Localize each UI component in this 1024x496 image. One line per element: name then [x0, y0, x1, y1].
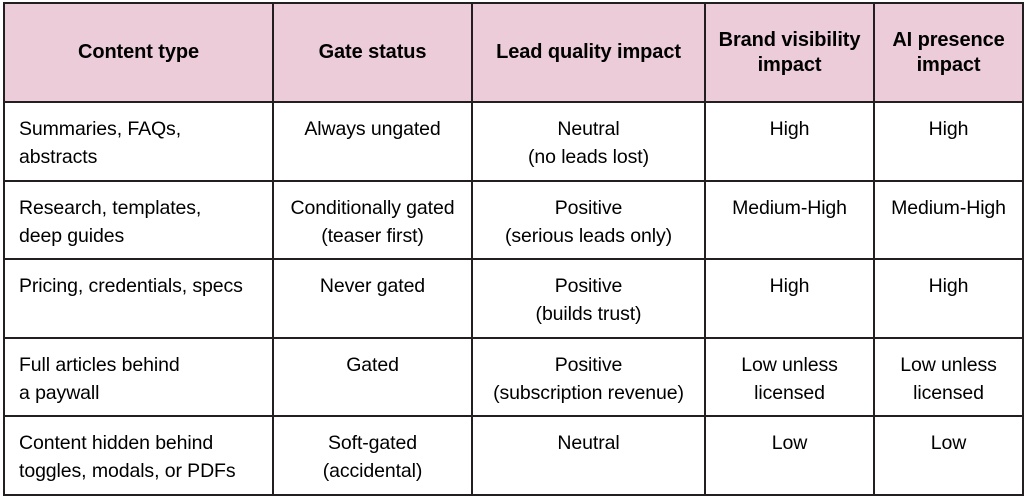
- cell-ai-presence-impact: Low: [873, 415, 1024, 496]
- cell-content-type: Pricing, credentials, specs: [3, 258, 274, 339]
- cell-line-primary: High: [928, 118, 969, 140]
- cell-line-primary: Neutral: [557, 118, 620, 140]
- cell-line-secondary: (teaser first): [321, 224, 424, 247]
- table-header: Content type Gate status Lead quality im…: [3, 2, 1024, 103]
- table-body: Summaries, FAQs, abstracts Always ungate…: [3, 101, 1024, 496]
- cell-line-primary: Low unless: [741, 353, 838, 376]
- cell-brand-visibility-impact: Medium-High: [704, 179, 875, 261]
- table-row: Summaries, FAQs, abstracts Always ungate…: [3, 101, 1024, 182]
- cell-line-secondary: toggles, modals, or PDFs: [19, 460, 236, 483]
- header-row: Content type Gate status Lead quality im…: [3, 2, 1024, 103]
- cell-ai-presence-impact: High: [873, 258, 1024, 339]
- column-header-brand-visibility-impact: Brand visibility impact: [704, 2, 875, 103]
- cell-line-primary: Conditionally gated: [290, 196, 455, 219]
- cell-brand-visibility-impact: Low: [704, 415, 875, 496]
- cell-line-primary: Low: [930, 432, 967, 455]
- cell-line-primary: Positive: [554, 353, 623, 376]
- cell-gate-status: Always ungated: [272, 101, 473, 182]
- cell-line-primary: Positive: [554, 196, 623, 219]
- cell-line-primary: Never gated: [319, 275, 426, 298]
- cell-line-primary: Low: [771, 432, 808, 455]
- cell-line-secondary: a paywall: [19, 381, 100, 404]
- cell-brand-visibility-impact: High: [704, 101, 875, 182]
- cell-content-type: Full articles behind a paywall: [3, 336, 274, 418]
- cell-line-secondary: (accidental): [322, 460, 423, 483]
- cell-line-secondary: (no leads lost): [528, 146, 649, 169]
- cell-line-secondary: (builds trust): [535, 303, 642, 326]
- cell-line-primary: Content hidden behind: [19, 432, 214, 455]
- cell-ai-presence-impact: Low unless licensed: [873, 336, 1024, 418]
- cell-content-type: Research, templates, deep guides: [3, 179, 274, 261]
- cell-ai-presence-impact: Medium-High: [873, 179, 1024, 261]
- cell-line-secondary: abstracts: [19, 146, 98, 169]
- table-row: Content hidden behind toggles, modals, o…: [3, 415, 1024, 496]
- cell-lead-quality-impact: Positive (subscription revenue): [471, 336, 706, 418]
- cell-content-type: Content hidden behind toggles, modals, o…: [3, 415, 274, 496]
- cell-line-primary: Medium-High: [732, 196, 847, 219]
- cell-line-secondary: licensed: [913, 381, 984, 404]
- column-header-ai-presence-impact: AI presence impact: [873, 2, 1024, 103]
- cell-ai-presence-impact: High: [873, 101, 1024, 182]
- cell-line-primary: High: [769, 275, 810, 298]
- cell-gate-status: Never gated: [272, 258, 473, 339]
- cell-line-primary: Research, templates,: [19, 196, 202, 219]
- cell-line-secondary: (subscription revenue): [493, 381, 684, 404]
- cell-line-secondary: licensed: [754, 381, 825, 404]
- cell-line-primary: High: [928, 275, 969, 298]
- cell-gate-status: Conditionally gated (teaser first): [272, 179, 473, 261]
- cell-line-primary: Neutral: [557, 432, 620, 455]
- cell-line-primary: Medium-High: [891, 196, 1006, 219]
- cell-lead-quality-impact: Neutral: [471, 415, 706, 496]
- cell-line-primary: Full articles behind: [19, 353, 180, 376]
- cell-lead-quality-impact: Positive (serious leads only): [471, 179, 706, 261]
- table-row: Research, templates, deep guides Conditi…: [3, 179, 1024, 261]
- cell-lead-quality-impact: Neutral (no leads lost): [471, 101, 706, 182]
- cell-brand-visibility-impact: High: [704, 258, 875, 339]
- cell-line-primary: Low unless: [900, 353, 997, 376]
- cell-gate-status: Gated: [272, 336, 473, 418]
- cell-lead-quality-impact: Positive (builds trust): [471, 258, 706, 339]
- cell-gate-status: Soft-gated (accidental): [272, 415, 473, 496]
- cell-line-primary: Summaries, FAQs,: [19, 118, 182, 140]
- content-gating-table: Content type Gate status Lead quality im…: [3, 2, 1024, 496]
- cell-line-primary: Pricing, credentials, specs: [19, 275, 243, 298]
- cell-line-secondary: deep guides: [19, 224, 125, 247]
- table-row: Pricing, credentials, specs Never gated …: [3, 258, 1024, 339]
- cell-line-primary: Positive: [554, 275, 623, 298]
- column-header-content-type: Content type: [3, 2, 274, 103]
- cell-content-type: Summaries, FAQs, abstracts: [3, 101, 274, 182]
- cell-line-primary: High: [769, 118, 810, 140]
- table-row: Full articles behind a paywall Gated Pos…: [3, 336, 1024, 418]
- cell-line-secondary: (serious leads only): [504, 224, 673, 247]
- cell-brand-visibility-impact: Low unless licensed: [704, 336, 875, 418]
- cell-line-primary: Gated: [346, 353, 399, 376]
- column-header-gate-status: Gate status: [272, 2, 473, 103]
- cell-line-primary: Soft-gated: [328, 432, 417, 455]
- cell-line-primary: Always ungated: [304, 118, 441, 140]
- column-header-lead-quality-impact: Lead quality impact: [471, 2, 706, 103]
